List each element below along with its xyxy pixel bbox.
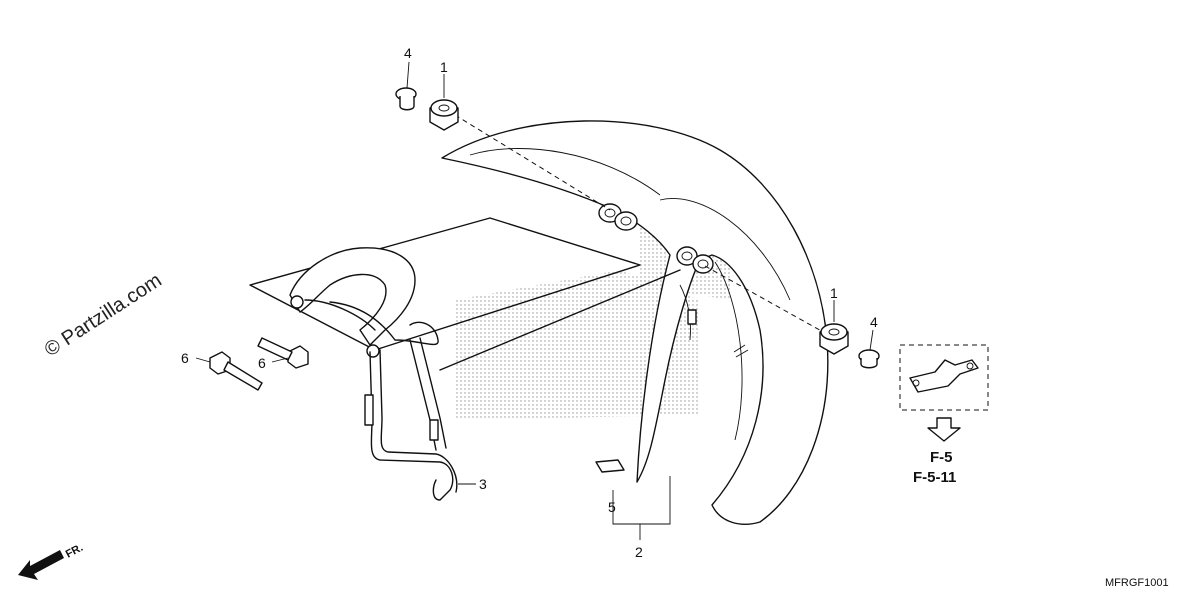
hose-guide-bracket (249, 217, 681, 501)
bracket-reference-box (899, 344, 989, 411)
callout-1-right: 1 (830, 285, 838, 301)
fender-mount-boss-left (598, 203, 638, 231)
collar-right (858, 349, 880, 369)
front-fender (441, 120, 829, 525)
reference-arrow-icon (927, 417, 961, 442)
callout-3: 3 (479, 476, 487, 492)
callout-1-top: 1 (440, 59, 448, 75)
clip-part (595, 459, 625, 473)
front-marker-label: FR. (64, 542, 85, 561)
collar-top (395, 87, 417, 111)
grommet-top (429, 99, 459, 131)
callout-2: 2 (635, 544, 643, 560)
diagram-code: MFRGF1001 (1105, 577, 1169, 589)
callout-6-left: 6 (181, 350, 189, 366)
callout-4-top: 4 (404, 45, 412, 61)
reference-section: F-5-11 (913, 469, 956, 486)
guide-line-right (704, 265, 826, 334)
front-arrow-icon (18, 550, 64, 580)
grommet-right (819, 323, 849, 355)
bolt-left (209, 351, 263, 391)
fender-mount-boss-right (676, 246, 714, 274)
callout-6-middle: 6 (258, 355, 266, 371)
guide-line-upper (454, 114, 611, 211)
watermark-text: © Partzilla.com (41, 269, 166, 361)
reference-page: F-5 (930, 449, 953, 466)
callout-4-right: 4 (870, 314, 878, 330)
leader-lines (195, 61, 874, 540)
callout-5: 5 (608, 499, 616, 515)
bolt-middle (257, 337, 309, 369)
